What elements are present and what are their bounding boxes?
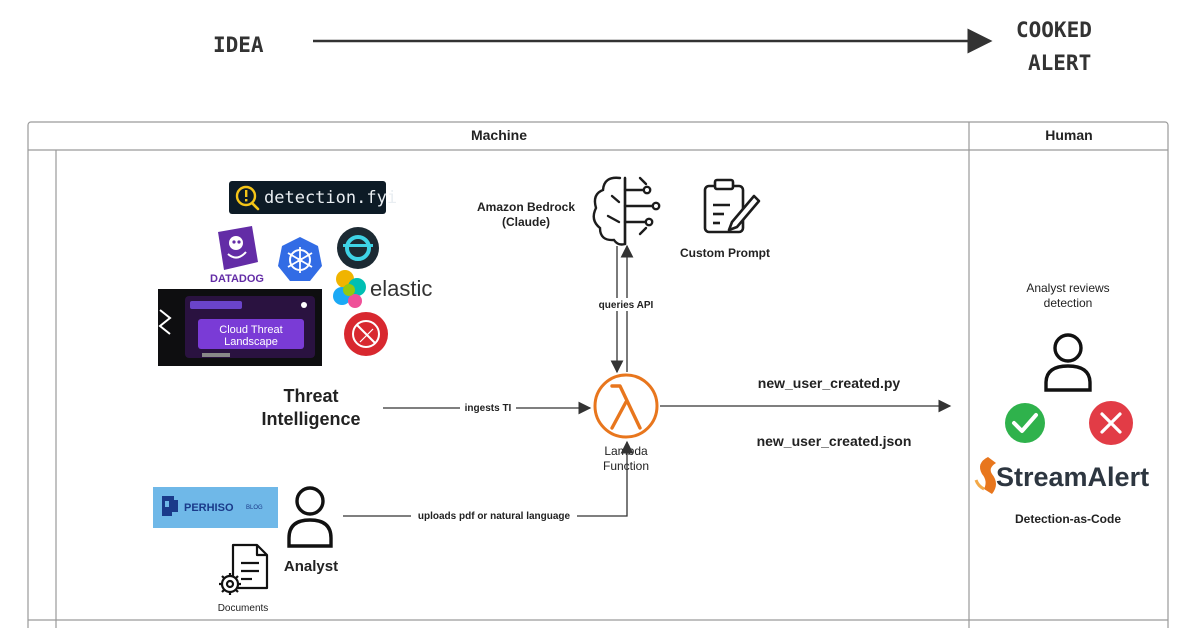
swimlane-frame (27, 121, 1169, 628)
streamalert-logo: StreamAlert (974, 457, 1149, 494)
bedrock-label-2: (Claude) (502, 215, 550, 229)
datadog-logo: DATADOG (210, 226, 264, 285)
queries-api-label-bg (594, 298, 658, 311)
threat-intel-label-1: Threat (283, 386, 338, 406)
cloud-threat-landscape-card: Cloud Threat Landscape (158, 289, 322, 366)
perhiso-blog-logo: PERHISO BLOG (153, 487, 278, 528)
analyst-label: Analyst (284, 558, 338, 575)
uploads-arrow (343, 440, 634, 517)
documents-icon (219, 543, 269, 595)
elastic-label: elastic (370, 276, 432, 301)
detection-fyi-logo: detection.fyi (229, 181, 397, 214)
approve-check-icon (1005, 403, 1045, 443)
banner-cooked: COOKED (1016, 18, 1092, 42)
cloud-threat-title-2: Landscape (224, 336, 278, 348)
uploads-label: uploads pdf or natural language (418, 511, 571, 522)
review-label-1: Analyst reviews (1026, 281, 1109, 295)
custom-prompt-label: Custom Prompt (680, 246, 770, 260)
reject-x-icon (1089, 401, 1133, 445)
kubernetes-icon (278, 237, 322, 281)
perhiso-label: PERHISO (184, 502, 234, 514)
detection-as-code-label: Detection-as-Code (1015, 512, 1121, 526)
detection-fyi-label: detection.fyi (264, 188, 397, 208)
reviewer-person-icon (1044, 333, 1092, 392)
lambda-icon (593, 373, 659, 439)
lane-machine-title: Machine (471, 127, 527, 143)
analyst-person-icon (287, 486, 333, 548)
lambda-label-1: Lambda (604, 444, 648, 458)
streamalert-label: StreamAlert (996, 462, 1149, 492)
datadog-label: DATADOG (210, 273, 264, 285)
lane-human-title: Human (1045, 127, 1092, 143)
banner-alert: ALERT (1028, 51, 1091, 75)
bedrock-brain-icon (592, 176, 661, 246)
elastic-logo: elastic (333, 270, 432, 308)
ingests-ti-label: ingests TI (465, 403, 512, 414)
perhiso-blog-tag: BLOG (246, 505, 263, 511)
bedrock-label-1: Amazon Bedrock (477, 200, 575, 214)
threat-intel-label-2: Intelligence (261, 409, 360, 429)
banner-idea: IDEA (213, 33, 264, 57)
ingests-ti-label-bg (460, 401, 516, 414)
documents-label: Documents (218, 603, 269, 614)
output-json-label: new_user_created.json (757, 433, 912, 449)
lambda-label-2: Function (603, 459, 649, 473)
cloud-threat-title-1: Cloud Threat (219, 324, 282, 336)
custom-prompt-icon (703, 178, 761, 234)
uploads-label-bg (411, 508, 577, 522)
queries-api-label: queries API (599, 300, 654, 311)
red-security-icon (344, 312, 388, 356)
review-label-2: detection (1044, 296, 1093, 310)
observability-ring-icon (337, 227, 379, 269)
output-py-label: new_user_created.py (758, 375, 901, 391)
